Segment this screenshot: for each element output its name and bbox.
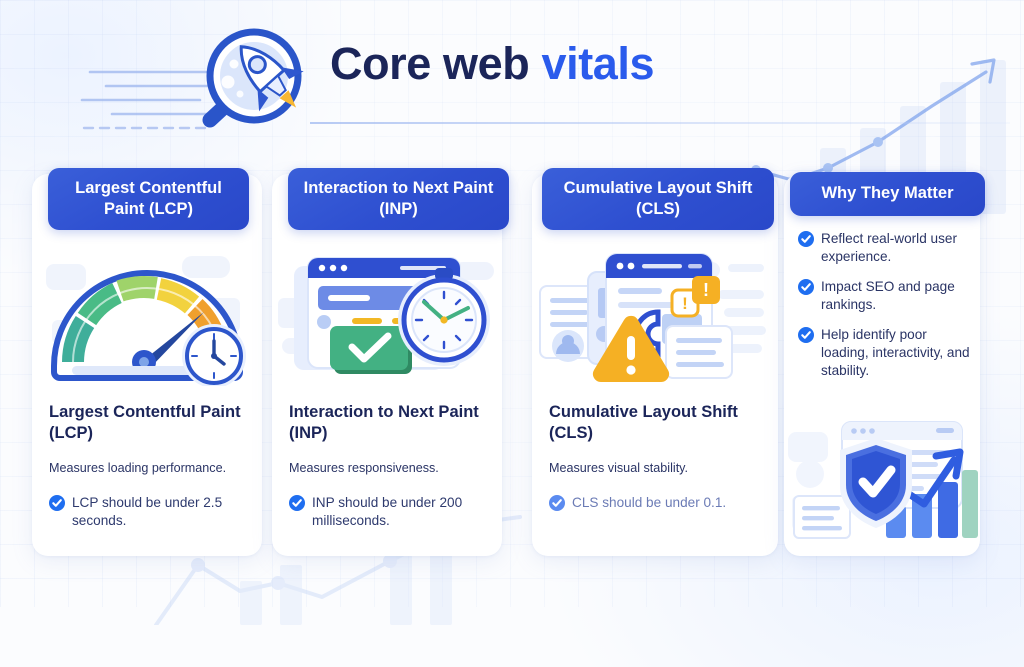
card-cls-title: Cumulative Layout Shift (CLS): [549, 403, 738, 443]
page-title-accent: vitals: [541, 38, 655, 89]
cards-container: Largest Contentful Paint (LCP) Measures …: [0, 160, 1024, 560]
check-circle-icon: [49, 494, 65, 511]
list-item: LCP should be under 2.5 seconds.: [49, 494, 248, 530]
header: Core web vitals: [0, 0, 1024, 150]
card-cls-subtitle: Measures visual stability.: [549, 460, 689, 475]
shield-check-with-growth-chart-illustration: [784, 412, 980, 544]
list-item-label: CLS should be under 0.1.: [572, 494, 727, 510]
title-divider: [310, 122, 1010, 124]
list-item: CLS should be under 0.1.: [549, 494, 764, 512]
list-item-label: Reflect real-world user experience.: [821, 231, 957, 264]
list-item-label: LCP should be under 2.5 seconds.: [72, 494, 223, 528]
card-cls[interactable]: ! ! Cumulative Layout Shift (CLS) Measur…: [532, 174, 778, 556]
list-item: Impact SEO and page rankings.: [798, 278, 970, 314]
badge-cls[interactable]: Cumulative Layout Shift (CLS): [542, 168, 774, 230]
card-cls-body: Cumulative Layout Shift (CLS) Measures v…: [549, 402, 764, 512]
badge-lcp-label: Largest Contentful Paint (LCP): [75, 178, 222, 218]
badge-lcp[interactable]: Largest Contentful Paint (LCP): [48, 168, 249, 230]
motion-speed-lines: [80, 70, 215, 130]
card-lcp-body: Largest Contentful Paint (LCP) Measures …: [49, 402, 248, 530]
list-item-label: Help identify poor loading, interactivit…: [821, 326, 970, 378]
check-circle-icon: [798, 231, 814, 247]
card-lcp-title: Largest Contentful Paint (LCP): [49, 403, 241, 443]
list-item-label: INP should be under 200 milliseconds.: [312, 494, 463, 528]
card-inp-title: Interaction to Next Paint (INP): [289, 403, 479, 443]
list-item: Help identify poor loading, interactivit…: [798, 326, 970, 380]
badge-inp[interactable]: Interaction to Next Paint (INP): [288, 168, 509, 230]
card-lcp[interactable]: Largest Contentful Paint (LCP) Measures …: [32, 174, 262, 556]
browser-check-with-stopwatch-illustration: [272, 246, 502, 386]
check-circle-icon: [798, 326, 814, 343]
speed-gauge-with-clock-illustration: [32, 246, 262, 386]
svg-text:!: !: [682, 294, 688, 313]
shifting-layout-with-warning-illustration: ! !: [532, 246, 778, 386]
card-inp-body: Interaction to Next Paint (INP) Measures…: [289, 402, 488, 530]
badge-inp-label: Interaction to Next Paint (INP): [303, 178, 494, 218]
card-lcp-bullets: LCP should be under 2.5 seconds.: [49, 494, 248, 530]
svg-text:!: !: [703, 280, 709, 300]
card-why-bullets: Reflect real-world user experience. Impa…: [798, 230, 970, 380]
page-title-primary: Core web: [330, 38, 530, 89]
check-circle-icon: [798, 278, 814, 295]
magnifier-rocket-icon: [168, 24, 318, 134]
check-circle-icon: [549, 494, 565, 511]
card-inp-subtitle: Measures responsiveness.: [289, 460, 439, 475]
list-item: INP should be under 200 milliseconds.: [289, 494, 488, 530]
badge-why-they-matter[interactable]: Why They Matter: [790, 172, 985, 216]
card-why-they-matter[interactable]: Reflect real-world user experience. Impa…: [784, 174, 980, 556]
badge-why-label: Why They Matter: [821, 184, 954, 203]
card-inp[interactable]: Interaction to Next Paint (INP) Measures…: [272, 174, 502, 556]
badge-cls-label: Cumulative Layout Shift (CLS): [563, 178, 753, 218]
card-why-body: Reflect real-world user experience. Impa…: [798, 230, 970, 380]
check-circle-icon: [289, 494, 305, 511]
list-item-label: Impact SEO and page rankings.: [821, 278, 955, 312]
list-item: Reflect real-world user experience.: [798, 230, 970, 266]
card-cls-bullets: CLS should be under 0.1.: [549, 494, 764, 512]
card-lcp-subtitle: Measures loading performance.: [49, 460, 227, 475]
card-inp-bullets: INP should be under 200 milliseconds.: [289, 494, 488, 530]
page-title: Core web vitals: [330, 38, 655, 89]
